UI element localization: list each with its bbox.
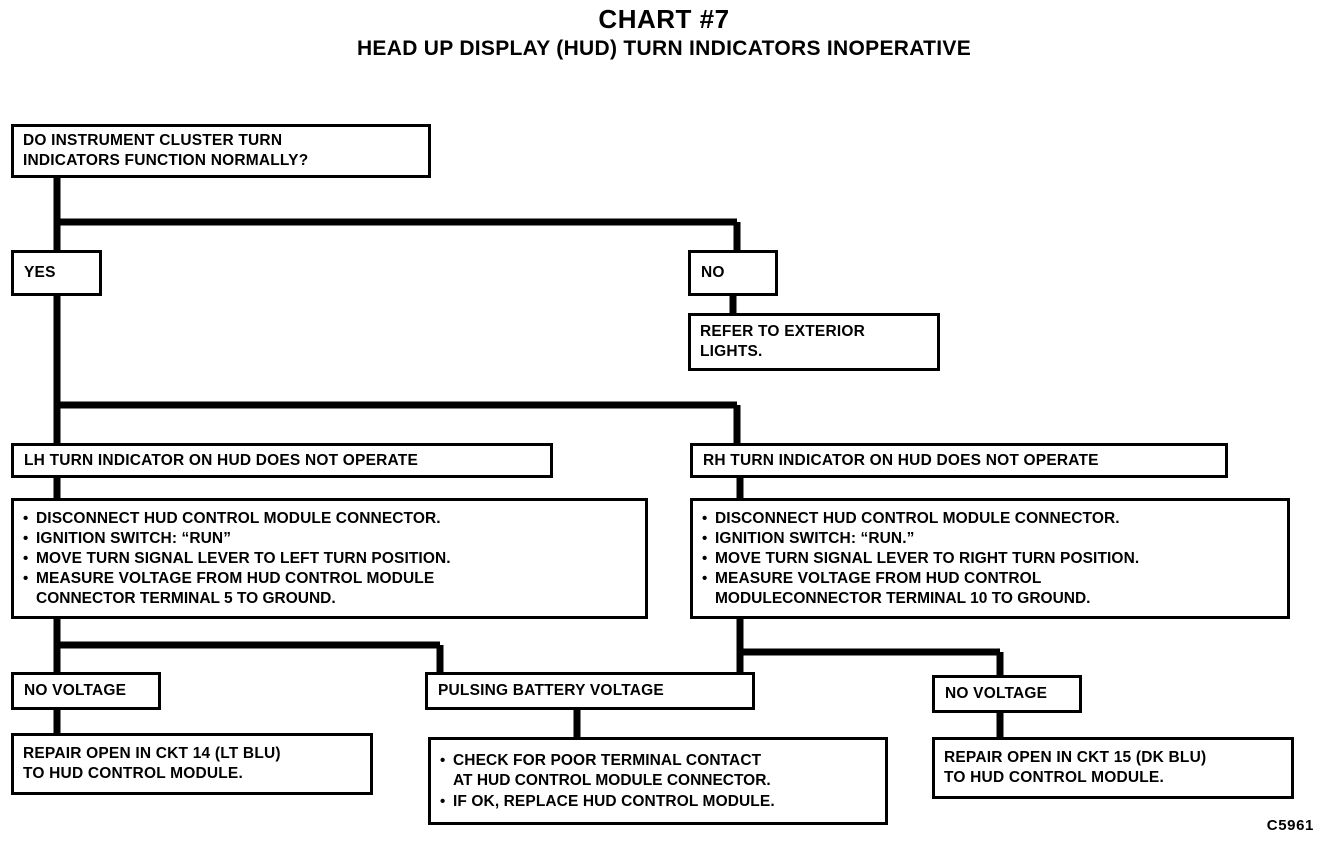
list-item-continuation: AT HUD CONTROL MODULE CONNECTOR. [453, 772, 771, 790]
bullet-icon: • [23, 549, 29, 567]
pulsing-label: PULSING BATTERY VOLTAGE [438, 682, 664, 700]
center-result-bullet-list: • CHECK FOR POOR TERMINAL CONTACT AT HUD… [431, 746, 885, 815]
node-lh-turn-indicator[interactable]: LH TURN INDICATOR ON HUD DOES NOT OPERAT… [11, 443, 553, 478]
node-refer-to-exterior-lights[interactable]: REFER TO EXTERIOR LIGHTS. [688, 313, 940, 371]
list-item: • MEASURE VOLTAGE FROM HUD CONTROL [702, 569, 1278, 589]
lh-branch-label: LH TURN INDICATOR ON HUD DOES NOT OPERAT… [24, 451, 418, 469]
repair-right-line-1: REPAIR OPEN IN CKT 15 (DK BLU) [944, 749, 1207, 767]
node-pulsing-battery-voltage[interactable]: PULSING BATTERY VOLTAGE [425, 672, 755, 710]
bullet-icon: • [440, 752, 446, 770]
left-test-bullet-list: • DISCONNECT HUD CONTROL MODULE CONNECTO… [14, 504, 645, 614]
list-item-text: IGNITION SWITCH: “RUN.” [715, 529, 915, 547]
question-line-2: INDICATORS FUNCTION NORMALLY? [23, 152, 309, 169]
bullet-icon: • [702, 529, 708, 547]
node-repair-ckt15[interactable]: REPAIR OPEN IN CKT 15 (DK BLU) TO HUD CO… [932, 737, 1294, 799]
no-label: NO [701, 264, 725, 282]
bullet-icon: • [23, 529, 29, 547]
list-item-text: CHECK FOR POOR TERMINAL CONTACT [453, 752, 762, 770]
list-item: • MOVE TURN SIGNAL LEVER TO LEFT TURN PO… [23, 549, 636, 569]
node-no-voltage-left[interactable]: NO VOLTAGE [11, 672, 161, 710]
list-item: • MEASURE VOLTAGE FROM HUD CONTROL MODUL… [23, 569, 636, 589]
rh-branch-label: RH TURN INDICATOR ON HUD DOES NOT OPERAT… [703, 451, 1099, 469]
refer-line-1: REFER TO EXTERIOR [700, 323, 866, 341]
node-no-voltage-right[interactable]: NO VOLTAGE [932, 675, 1082, 713]
node-left-test-procedure[interactable]: • DISCONNECT HUD CONTROL MODULE CONNECTO… [11, 498, 648, 619]
repair-left-line-2: TO HUD CONTROL MODULE. [23, 765, 243, 782]
bullet-icon: • [440, 792, 446, 810]
question-line-1: DO INSTRUMENT CLUSTER TURN [23, 132, 283, 150]
figure-reference-code: C5961 [1266, 817, 1314, 834]
list-item: • DISCONNECT HUD CONTROL MODULE CONNECTO… [702, 509, 1278, 529]
node-check-terminal-contact[interactable]: • CHECK FOR POOR TERMINAL CONTACT AT HUD… [428, 737, 888, 825]
bullet-icon: • [702, 570, 708, 588]
repair-right-line-2: TO HUD CONTROL MODULE. [944, 769, 1164, 786]
list-item: • IF OK, REPLACE HUD CONTROL MODULE. [440, 792, 876, 812]
bullet-icon: • [702, 509, 708, 527]
chart-title-block: CHART #7 HEAD UP DISPLAY (HUD) TURN INDI… [0, 4, 1328, 61]
chart-title: CHART #7 [598, 4, 730, 34]
node-rh-turn-indicator[interactable]: RH TURN INDICATOR ON HUD DOES NOT OPERAT… [690, 443, 1228, 478]
repair-left-line-1: REPAIR OPEN IN CKT 14 (LT BLU) [23, 745, 281, 763]
no-voltage-right-label: NO VOLTAGE [945, 685, 1048, 703]
yes-label: YES [24, 264, 56, 282]
list-item-text: MOVE TURN SIGNAL LEVER TO RIGHT TURN POS… [715, 549, 1140, 567]
right-test-bullet-list: • DISCONNECT HUD CONTROL MODULE CONNECTO… [693, 504, 1287, 614]
bullet-icon: • [23, 509, 29, 527]
list-item: • MOVE TURN SIGNAL LEVER TO RIGHT TURN P… [702, 549, 1278, 569]
list-item-text: DISCONNECT HUD CONTROL MODULE CONNECTOR. [36, 509, 441, 527]
list-item-text: DISCONNECT HUD CONTROL MODULE CONNECTOR. [715, 509, 1120, 527]
list-item-text: MEASURE VOLTAGE FROM HUD CONTROL MODULE [36, 570, 435, 588]
bullet-icon: • [23, 570, 29, 588]
node-no[interactable]: NO [688, 250, 778, 296]
list-item: • IGNITION SWITCH: “RUN” [23, 529, 636, 549]
list-item-continuation: MODULECONNECTOR TERMINAL 10 TO GROUND. [715, 590, 1091, 608]
list-item-text: IF OK, REPLACE HUD CONTROL MODULE. [453, 792, 775, 810]
list-item-text: MOVE TURN SIGNAL LEVER TO LEFT TURN POSI… [36, 549, 451, 567]
node-yes[interactable]: YES [11, 250, 102, 296]
node-question-cluster-indicators[interactable]: DO INSTRUMENT CLUSTER TURN INDICATORS FU… [11, 124, 431, 178]
node-right-test-procedure[interactable]: • DISCONNECT HUD CONTROL MODULE CONNECTO… [690, 498, 1290, 619]
refer-line-2: LIGHTS. [700, 343, 763, 360]
list-item: • IGNITION SWITCH: “RUN.” [702, 529, 1278, 549]
no-voltage-left-label: NO VOLTAGE [24, 682, 127, 700]
list-item-continuation: CONNECTOR TERMINAL 5 TO GROUND. [36, 590, 336, 608]
list-item: • CHECK FOR POOR TERMINAL CONTACT [440, 751, 876, 771]
chart-subtitle: HEAD UP DISPLAY (HUD) TURN INDICATORS IN… [356, 37, 972, 61]
list-item: • DISCONNECT HUD CONTROL MODULE CONNECTO… [23, 509, 636, 529]
node-repair-ckt14[interactable]: REPAIR OPEN IN CKT 14 (LT BLU) TO HUD CO… [11, 733, 373, 795]
bullet-icon: • [702, 549, 708, 567]
list-item-text: IGNITION SWITCH: “RUN” [36, 529, 232, 547]
list-item-text: MEASURE VOLTAGE FROM HUD CONTROL [715, 570, 1042, 588]
